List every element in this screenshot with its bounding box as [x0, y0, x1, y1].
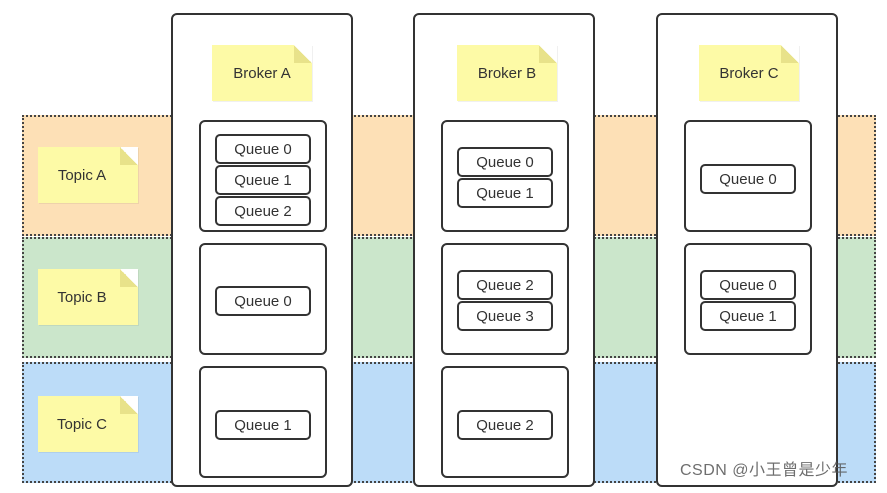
broker-a-label: Broker A	[233, 64, 291, 82]
watermark: CSDN @小王曾是少年	[680, 462, 849, 479]
note-fold-icon	[120, 147, 138, 165]
note-fold-icon	[294, 45, 312, 63]
topic-b-label: Topic B	[57, 288, 107, 306]
broker-c-label: Broker C	[719, 64, 779, 82]
broker-b-topic-a-group: Queue 0 Queue 1	[441, 120, 569, 232]
broker-c-topic-a-group: Queue 0	[684, 120, 812, 232]
broker-c-note: Broker C	[699, 45, 799, 101]
queue-box: Queue 0	[700, 164, 796, 194]
topic-a-note: Topic A	[38, 147, 138, 203]
broker-b-topic-b-group: Queue 2 Queue 3	[441, 243, 569, 355]
broker-b-label: Broker B	[477, 64, 537, 82]
broker-a-note: Broker A	[212, 45, 312, 101]
broker-b-note: Broker B	[457, 45, 557, 101]
queue-box: Queue 0	[215, 134, 311, 164]
note-fold-icon	[781, 45, 799, 63]
queue-box: Queue 0	[700, 270, 796, 300]
queue-box: Queue 2	[457, 410, 553, 440]
queue-box: Queue 2	[457, 270, 553, 300]
broker-c: Broker C Queue 0 Queue 0 Queue 1	[656, 13, 838, 487]
broker-a: Broker A Queue 0 Queue 1 Queue 2 Queue 0…	[171, 13, 353, 487]
broker-c-topic-b-group: Queue 0 Queue 1	[684, 243, 812, 355]
topic-c-label: Topic C	[56, 415, 108, 433]
queue-box: Queue 0	[215, 286, 311, 316]
broker-a-topic-a-group: Queue 0 Queue 1 Queue 2	[199, 120, 327, 232]
queue-box: Queue 3	[457, 301, 553, 331]
note-fold-icon	[120, 269, 138, 287]
topic-b-note: Topic B	[38, 269, 138, 325]
topic-a-label: Topic A	[57, 166, 107, 184]
broker-b: Broker B Queue 0 Queue 1 Queue 2 Queue 3…	[413, 13, 595, 487]
queue-box: Queue 1	[215, 165, 311, 195]
queue-box: Queue 1	[457, 178, 553, 208]
broker-a-topic-b-group: Queue 0	[199, 243, 327, 355]
broker-b-topic-c-group: Queue 2	[441, 366, 569, 478]
queue-box: Queue 2	[215, 196, 311, 226]
queue-box: Queue 1	[700, 301, 796, 331]
broker-a-topic-c-group: Queue 1	[199, 366, 327, 478]
queue-box: Queue 1	[215, 410, 311, 440]
topic-c-note: Topic C	[38, 396, 138, 452]
note-fold-icon	[539, 45, 557, 63]
note-fold-icon	[120, 396, 138, 414]
queue-box: Queue 0	[457, 147, 553, 177]
